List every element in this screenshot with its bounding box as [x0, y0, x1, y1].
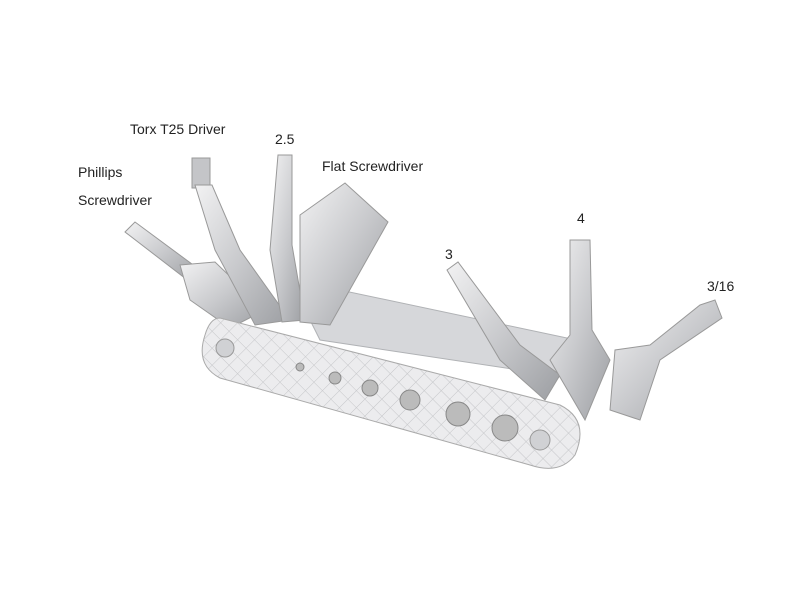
hex-key-3-16: [609, 299, 723, 421]
label-hex-2-5: 2.5: [275, 131, 295, 147]
torx-bit: [191, 157, 291, 326]
label-hex-3-16: 3/16: [707, 278, 735, 294]
label-hex-3: 3: [445, 246, 453, 262]
label-hex-4: 4: [577, 210, 585, 226]
label-torx-t25: Torx T25 Driver: [130, 121, 226, 137]
label-flat-screwdriver: Flat Screwdriver: [322, 158, 424, 174]
label-phillips-line1: Phillips: [78, 164, 123, 180]
front-side-plate: [201, 317, 581, 469]
phillips-bit: [124, 221, 266, 329]
label-phillips-line2: Screwdriver: [78, 192, 152, 208]
hex-key-4: [549, 239, 611, 422]
flat-screwdriver-blade: [299, 182, 389, 326]
